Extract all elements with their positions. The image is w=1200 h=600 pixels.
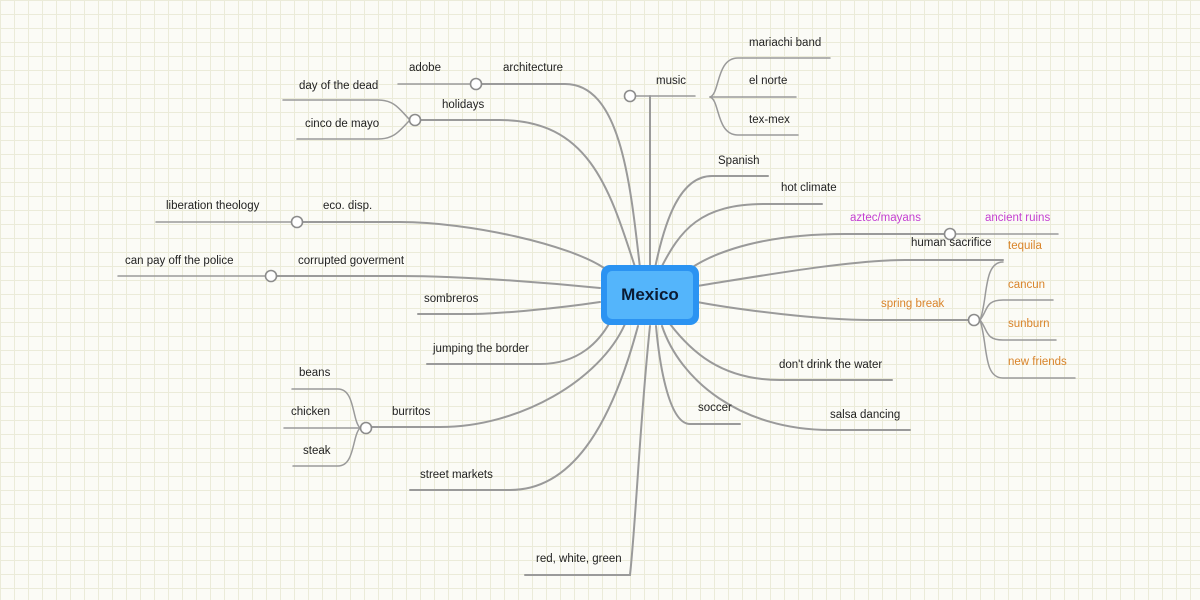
center-topic[interactable]: Mexico (601, 265, 699, 325)
topic-sunburn[interactable]: sunburn (1008, 318, 1050, 330)
connector-red-white-green (524, 325, 651, 576)
connector-tequila (979, 261, 1004, 321)
topic-liberation-theology[interactable]: liberation theology (166, 200, 260, 212)
connector-hot-climate (659, 203, 823, 271)
topic-ancient-ruins[interactable]: ancient ruins (985, 212, 1050, 224)
collapse-knob-eco-disp[interactable] (290, 215, 304, 229)
connector-street-markets (409, 325, 639, 491)
connector-sunburn (979, 319, 1057, 341)
topic-holidays[interactable]: holidays (442, 99, 484, 111)
topic-dont-drink-the-water[interactable]: don't drink the water (779, 359, 882, 371)
topic-tex-mex[interactable]: tex-mex (749, 114, 790, 126)
collapse-knob-spring-break[interactable] (967, 313, 981, 327)
topic-salsa-dancing[interactable]: salsa dancing (830, 409, 900, 421)
center-topic-fill (607, 271, 693, 319)
topic-labels: architecture adobe holidays day of the d… (125, 37, 1067, 565)
topic-aztec-mayans[interactable]: aztec/mayans (850, 212, 921, 224)
topic-cinco-de-mayo[interactable]: cinco de mayo (305, 118, 379, 130)
connector-new-friends (979, 319, 1076, 379)
topic-mariachi-band[interactable]: mariachi band (749, 37, 821, 49)
topic-eco-disp[interactable]: eco. disp. (323, 200, 372, 212)
topic-street-markets[interactable]: street markets (420, 469, 493, 481)
topic-burritos[interactable]: burritos (392, 406, 431, 418)
topic-chicken[interactable]: chicken (291, 406, 330, 418)
topic-jumping-the-border[interactable]: jumping the border (432, 343, 529, 355)
topic-can-pay-off-the-police[interactable]: can pay off the police (125, 255, 233, 267)
collapse-knob-music[interactable] (623, 89, 637, 103)
connector-steak (292, 427, 361, 467)
topic-adobe[interactable]: adobe (409, 62, 441, 74)
topic-sombreros[interactable]: sombreros (424, 293, 479, 305)
topic-day-of-the-dead[interactable]: day of the dead (299, 80, 378, 92)
topic-steak[interactable]: steak (303, 445, 331, 457)
collapse-knob-burritos[interactable] (359, 421, 373, 435)
connector-eco-disp (302, 221, 605, 269)
connector-jumping-the-border (426, 321, 611, 365)
collapse-knobs (264, 77, 981, 435)
topic-cancun[interactable]: cancun (1008, 279, 1045, 291)
topic-human-sacrifice[interactable]: human sacrifice (911, 237, 992, 249)
topic-corrupted-goverment[interactable]: corrupted goverment (298, 255, 405, 267)
connector-salsa-dancing (661, 325, 911, 431)
connector-cinco-de-mayo (296, 119, 411, 140)
topic-tequila[interactable]: tequila (1008, 240, 1042, 252)
collapse-knob-corrupted-goverment[interactable] (264, 269, 278, 283)
collapse-knob-holidays[interactable] (408, 113, 422, 127)
connector-tex-mex (709, 96, 799, 136)
connector-aztec-mayans (679, 233, 946, 278)
connector-beans (291, 388, 361, 429)
topic-el-norte[interactable]: el norte (749, 75, 787, 87)
connector-sombreros (417, 301, 601, 315)
topic-beans[interactable]: beans (299, 367, 331, 379)
topic-red-white-green[interactable]: red, white, green (536, 553, 622, 565)
connector-soccer (655, 325, 741, 425)
connector-spanish (654, 175, 769, 269)
topic-architecture[interactable]: architecture (503, 62, 563, 74)
connector-cancun (979, 299, 1054, 321)
center-topic-label[interactable]: Mexico (621, 285, 679, 304)
connector-architecture (479, 83, 641, 269)
connector-holidays (420, 119, 637, 271)
collapse-knob-architecture[interactable] (469, 77, 483, 91)
topic-spanish[interactable]: Spanish (718, 155, 760, 167)
connector-burritos (371, 323, 626, 428)
connector-corrupted-goverment (276, 275, 601, 289)
topic-soccer[interactable]: soccer (698, 402, 732, 414)
connector-human-sacrifice (696, 259, 1004, 287)
connector-spring-break (696, 301, 969, 321)
topic-new-friends[interactable]: new friends (1008, 356, 1067, 368)
topic-spring-break[interactable]: spring break (881, 298, 945, 310)
topic-music[interactable]: music (656, 75, 686, 87)
connector-day-of-the-dead (282, 99, 411, 121)
topic-hot-climate[interactable]: hot climate (781, 182, 837, 194)
connector-mariachi-band (709, 57, 831, 98)
connector-lines (117, 57, 1076, 576)
connector-dont-drink-the-water (669, 323, 893, 381)
collapse-knob-aztec-mayans[interactable] (943, 227, 957, 241)
